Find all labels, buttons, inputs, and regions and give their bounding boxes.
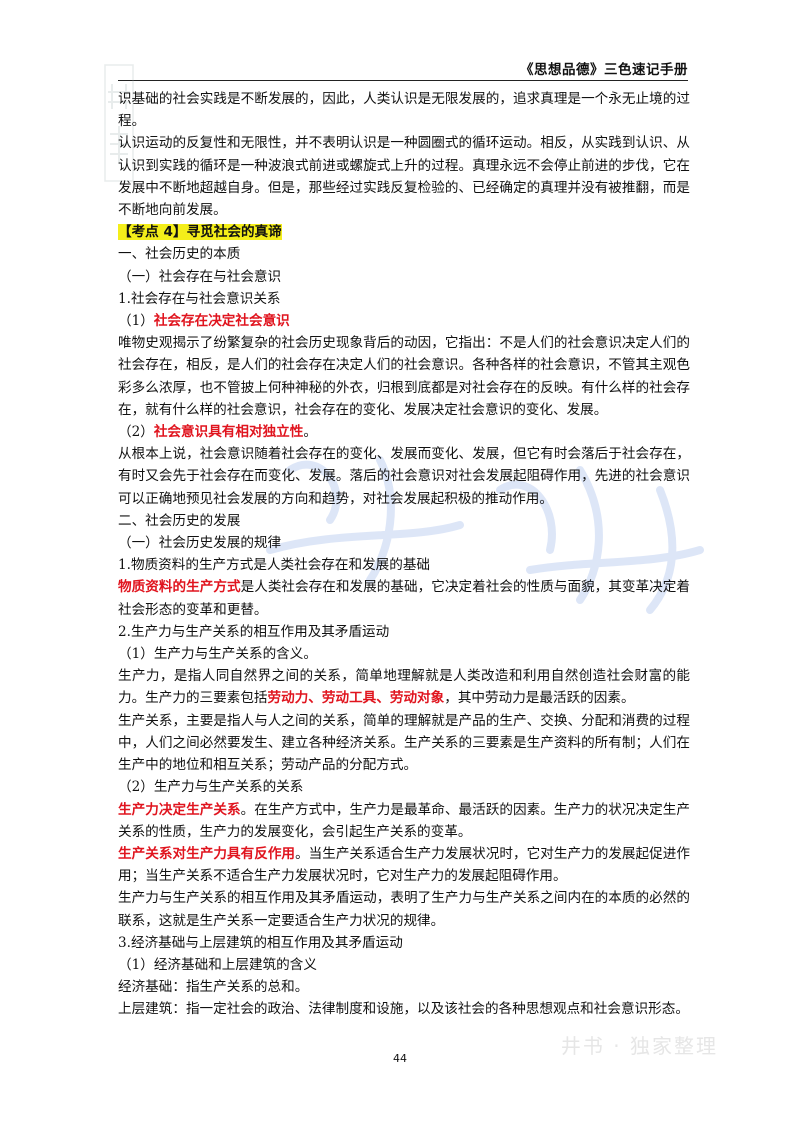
paragraph-text: 。在生产方式中，生产力是最革命、最活跃的因素。生产力的状况决定生产关系的性质，生… (118, 801, 690, 840)
paragraph-text: 生产力，是指人同自然界之间的关系，简单地理解就是人类改造和利用自然创造社会财富的… (118, 668, 690, 707)
list-item-tail: 。 (303, 424, 317, 441)
subsubsection-heading: 1.社会存在与社会意识关系 (118, 290, 281, 307)
watermark-brush-icon (266, 456, 704, 614)
list-item-number: （2） (118, 424, 154, 441)
page-number: 44 (393, 1052, 407, 1065)
red-emphasis: 生产力决定生产关系 (118, 801, 241, 818)
paragraph-text: 。当生产关系适合生产力发展状况时，它对生产力的发展起促进作用；当生产关系不适合生… (118, 845, 691, 885)
list-item: （1）社会存在决定社会意识 (118, 310, 690, 332)
section-heading: 一、社会历史的本质 (118, 246, 241, 263)
watermark-footer: 井书 · 独家整理 (560, 1034, 718, 1058)
paragraph: 认识运动的反复性和无限性，并不表明认识是一种圆圈式的循环运动。相反，从实践到认识… (118, 135, 690, 219)
paragraph: 生产关系对生产力具有反作用。当生产关系适合生产力发展状况时，它对生产力的发展起促… (118, 843, 690, 887)
paragraph: 上层建筑：指一定社会的政治、法律制度和设施，以及该社会的各种思想观点和社会意识形… (118, 1001, 689, 1018)
paragraph: 物质资料的生产方式是人类社会存在和发展的基础，它决定着社会的性质与面貌，其变革决… (118, 576, 690, 620)
list-item: （2）生产力与生产关系的关系 (118, 779, 304, 796)
list-item: （2）社会意识具有相对独立性。 (118, 421, 690, 443)
watermark-logo-icon (104, 64, 134, 182)
subsection-heading: （一）社会存在与社会意识 (118, 268, 282, 285)
list-item-number: （1） (118, 313, 154, 330)
red-emphasis: 生产关系对生产力具有反作用 (118, 845, 296, 862)
list-item: （1）经济基础和上层建筑的含义 (118, 956, 317, 973)
paragraph: 识基础的社会实践是不断发展的，因此，人类认识是无限发展的，追求真理是一个永无止境… (118, 91, 690, 130)
paragraph: 唯物史观揭示了纷繁复杂的社会历史现象背后的动因，它指出：不是人们的社会意识决定人… (118, 335, 690, 418)
red-emphasis: 劳动力、劳动工具、劳动对象 (267, 690, 445, 707)
page-header: 《思想品德》三色速记手册 (118, 54, 688, 81)
key-point-heading-text: 【考点 4】寻觅社会的真谛 (118, 224, 282, 241)
paragraph: 生产关系，主要是指人与人之间的关系，简单的理解就是产品的生产、交换、分配和消费的… (118, 712, 690, 774)
subsubsection-heading: 2.生产力与生产关系的相互作用及其矛盾运动 (118, 623, 390, 640)
paragraph: 经济基础：指生产关系的总和。 (118, 979, 309, 996)
subsubsection-heading: 3.经济基础与上层建筑的相互作用及其矛盾运动 (118, 934, 403, 951)
subsubsection-heading: 1.物质资料的生产方式是人类社会存在和发展的基础 (118, 557, 431, 574)
paragraph-text: 是人类社会存在和发展的基础，它决定着社会的性质与面貌，其变革决定着社会形态的变革… (118, 579, 690, 618)
paragraph-text: ，其中劳动力是最活跃的因素。 (444, 690, 635, 707)
header-title: 《思想品德》三色速记手册 (520, 62, 688, 78)
paragraph: 生产力决定生产关系。在生产方式中，生产力是最革命、最活跃的因素。生产力的状况决定… (118, 799, 690, 843)
paragraph: 生产力与生产关系的相互作用及其矛盾运动，表明了生产力与生产关系之间内在的本质的必… (118, 890, 690, 929)
section-heading: 二、社会历史的发展 (118, 512, 241, 529)
red-emphasis: 社会意识具有相对独立性 (153, 424, 304, 441)
list-item: （1）生产力与生产关系的含义。 (118, 646, 317, 663)
paragraph: 从根本上说，社会意识随着社会存在的变化、发展而变化、发展，但它有时会落后于社会存… (118, 446, 690, 507)
red-emphasis: 物质资料的生产方式 (118, 579, 241, 596)
key-point-heading: 【考点 4】寻觅社会的真谛 (118, 221, 690, 243)
red-emphasis: 社会存在决定社会意识 (153, 313, 290, 330)
page-content: 识基础的社会实践是不断发展的，因此，人类认识是无限发展的，追求真理是一个永无止境… (118, 88, 690, 1021)
subsection-heading: （一）社会历史发展的规律 (118, 535, 282, 552)
paragraph: 生产力，是指人同自然界之间的关系，简单地理解就是人类改造和利用自然创造社会财富的… (118, 665, 690, 709)
